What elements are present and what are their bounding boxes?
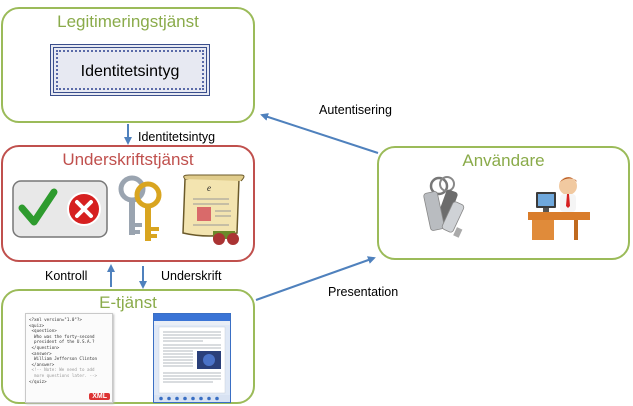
xml-code-line: <quiz>	[29, 322, 45, 328]
xml-code-line: </answer>	[29, 361, 55, 367]
edge-label-kontroll: Kontroll	[45, 269, 88, 283]
xml-code-line: more questions later. -->	[29, 372, 98, 378]
edge-label-autentisering: Autentisering	[319, 103, 392, 117]
anvandare-box: Användare	[377, 146, 630, 260]
edge-label-presentation: Presentation	[328, 285, 399, 299]
identitetsintyg-certificate: Identitetsintyg	[50, 44, 210, 96]
keys-icon	[118, 175, 162, 241]
browser-window-icon	[153, 313, 231, 403]
etjanst-title: E-tjänst	[99, 293, 157, 312]
xml-code-line: <answer>	[29, 350, 52, 356]
xml-code-line: <!-- Note: We need to add	[29, 367, 95, 373]
xml-code-lines: <?xml version="1.0"?><quiz> <question> W…	[29, 317, 97, 384]
legitimeringstjanst-box: Legitimeringstjänst Identitetsintyg	[1, 7, 255, 123]
etjanst-box: E-tjänst <?xml version="1.0"?><quiz> <qu…	[1, 289, 255, 404]
xml-code-line: Who was the forty-second	[29, 333, 95, 339]
underskriftstjanst-title: Underskriftstjänst	[62, 150, 194, 169]
xml-code-line: president of the U.S.A.?	[29, 339, 95, 345]
checkmark-cross-icon	[12, 180, 108, 238]
arrow-etjanst-to-anvandare	[255, 256, 376, 301]
legitimeringstjanst-title: Legitimeringstjänst	[57, 12, 199, 31]
signed-certificate-icon: e	[182, 174, 245, 245]
underskriftstjanst-box: Underskriftstjänst e	[1, 145, 255, 262]
arrow-anvandare-to-legitimering	[260, 113, 379, 154]
xml-code-line: </question>	[29, 344, 60, 350]
xml-badge: XML	[89, 393, 110, 400]
usb-token-keys-icon	[423, 176, 465, 238]
user-at-desk-icon	[528, 177, 590, 240]
edge-label-identitetsintyg: Identitetsintyg	[138, 130, 216, 144]
xml-code-line: </quiz>	[29, 378, 47, 384]
xml-code-line: <question>	[29, 328, 57, 334]
certificate-label: Identitetsintyg	[80, 63, 180, 80]
xml-document-icon: <?xml version="1.0"?><quiz> <question> W…	[25, 313, 113, 403]
svg-text:e: e	[207, 183, 211, 193]
xml-code-line: William Jefferson Clinton	[29, 356, 98, 362]
anvandare-title: Användare	[462, 151, 545, 170]
edge-label-underskrift: Underskrift	[161, 269, 222, 283]
xml-code-line: <?xml version="1.0"?>	[29, 317, 82, 322]
